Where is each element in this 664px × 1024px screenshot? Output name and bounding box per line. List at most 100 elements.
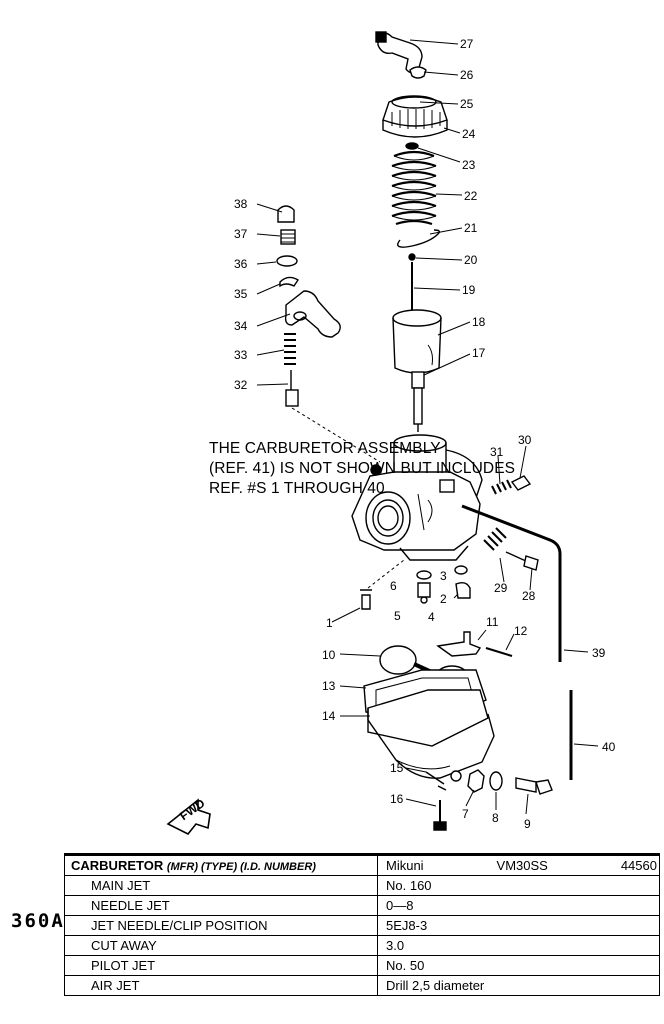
part-3-washer (454, 565, 468, 575)
part-2-main-jet (455, 581, 471, 599)
spec-row-label: JET NEEDLE/CLIP POSITION (64, 915, 378, 936)
callout-14: 14 (322, 709, 336, 723)
callout-5: 5 (394, 609, 401, 623)
part-8-washer (489, 771, 503, 791)
page-reference: 360A (11, 910, 65, 932)
callout-15: 15 (390, 761, 404, 775)
callout-8: 8 (492, 811, 499, 825)
callout-25: 25 (460, 97, 474, 111)
part-11-float-arm (436, 631, 482, 657)
part-38-cap (277, 205, 295, 223)
leader-lines (256, 39, 599, 815)
part-27-fitting (375, 31, 423, 74)
part-16-screw (433, 800, 447, 831)
part-14-float-bowl (367, 689, 495, 782)
part-28-screw (505, 551, 539, 571)
assembly-note-line-2: (REF. 41) IS NOT SHOWN BUT INCLUDES (209, 460, 516, 477)
carburetor-spec-table: CARBURETOR (MFR) (TYPE) (I.D. NUMBER) Mi… (64, 853, 660, 996)
fwd-arrow-icon: FWD (166, 796, 211, 836)
part-36-washer (276, 255, 298, 267)
part-37-adjuster (280, 229, 296, 245)
callout-30: 30 (518, 433, 532, 447)
part-31-spring (491, 479, 512, 495)
callout-7: 7 (462, 807, 469, 821)
spec-row-label: MAIN JET (64, 875, 378, 896)
spec-row-value: 5EJ8-3 (377, 915, 660, 936)
callout-26: 26 (460, 68, 474, 82)
assembly-note-line-1: THE CARBURETOR ASSEMBLY (209, 440, 441, 457)
assembly-guide-line (291, 407, 381, 463)
callout-31: 31 (490, 445, 504, 459)
part-24-mixing-chamber-top (382, 95, 448, 138)
callout-28: 28 (522, 589, 536, 603)
callout-24: 24 (462, 127, 476, 141)
part-6-washer (416, 570, 432, 580)
part-9-drain-plug (515, 777, 553, 795)
callout-40: 40 (602, 740, 616, 754)
spec-id-number: 44560 (620, 858, 657, 873)
callout-37: 37 (234, 227, 248, 241)
callout-20: 20 (464, 253, 478, 267)
spec-mfr: Mikuni (386, 858, 424, 873)
part-21-clip (397, 229, 441, 248)
part-17-needle-jet (411, 371, 425, 432)
assembly-note-line-3: REF. #S 1 THROUGH 40 (209, 480, 385, 497)
part-29-spring (483, 527, 507, 551)
callout-39: 39 (592, 646, 606, 660)
part-39-tube (461, 504, 562, 662)
spec-row-value: 0—8 (377, 895, 660, 916)
callout-17: 17 (472, 346, 486, 360)
callout-11: 11 (486, 615, 499, 629)
spec-type: VM30SS (496, 858, 548, 873)
callout-23: 23 (462, 158, 476, 172)
spec-row-label: PILOT JET (64, 955, 378, 976)
spec-row: MAIN JET No. 160 (64, 875, 660, 896)
callout-32: 32 (234, 378, 248, 392)
carburetor-exploded-diagram: FWD (166, 31, 616, 836)
part-32-plunger (285, 370, 299, 407)
spec-row: CUT AWAY 3.0 (64, 935, 660, 956)
callout-29: 29 (494, 581, 508, 595)
callout-21: 21 (464, 221, 478, 235)
callout-27: 27 (460, 37, 474, 51)
spec-row-label: NEEDLE JET (64, 895, 378, 916)
part-35-nut (279, 276, 299, 288)
callout-38: 38 (234, 197, 248, 211)
spec-row-value: No. 160 (377, 875, 660, 896)
callout-22: 22 (464, 189, 478, 203)
part-5-jet-holder (417, 582, 431, 598)
part-34-starter-lever (284, 290, 341, 338)
spec-header-label: CARBURETOR (71, 858, 164, 873)
part-26-nut (409, 66, 427, 79)
callout-35: 35 (234, 287, 248, 301)
part-7-drain-plug (467, 769, 485, 793)
callout-9: 9 (524, 817, 531, 831)
part-carb-body (351, 434, 483, 561)
spec-row: NEEDLE JET 0—8 (64, 895, 660, 916)
spec-row-value: Drill 2,5 diameter (377, 975, 660, 996)
part-18-throttle-valve (392, 309, 442, 374)
callout-10: 10 (322, 648, 336, 662)
callout-36: 36 (234, 257, 248, 271)
part-20-clip-ring (408, 253, 416, 261)
callout-12: 12 (514, 624, 528, 638)
callout-19: 19 (462, 283, 476, 297)
callout-3: 3 (440, 569, 447, 583)
spec-row: AIR JET Drill 2,5 diameter (64, 975, 660, 996)
part-12-pin (485, 647, 513, 657)
callout-2: 2 (440, 592, 447, 606)
spec-header-row: CARBURETOR (MFR) (TYPE) (I.D. NUMBER) Mi… (64, 853, 660, 876)
callout-33: 33 (234, 348, 248, 362)
callout-1: 1 (326, 616, 333, 630)
spec-header-value-cell: Mikuni VM30SS 44560 (377, 853, 660, 876)
spec-row: PILOT JET No. 50 (64, 955, 660, 976)
spec-row-label: CUT AWAY (64, 935, 378, 956)
callout-34: 34 (234, 319, 248, 333)
part-4-ring (420, 596, 428, 604)
part-15-screw (425, 771, 447, 791)
callout-6: 6 (390, 579, 397, 593)
callout-13: 13 (322, 679, 336, 693)
part-23-ring (405, 142, 419, 150)
spec-row: JET NEEDLE/CLIP POSITION 5EJ8-3 (64, 915, 660, 936)
spec-row-label: AIR JET (64, 975, 378, 996)
